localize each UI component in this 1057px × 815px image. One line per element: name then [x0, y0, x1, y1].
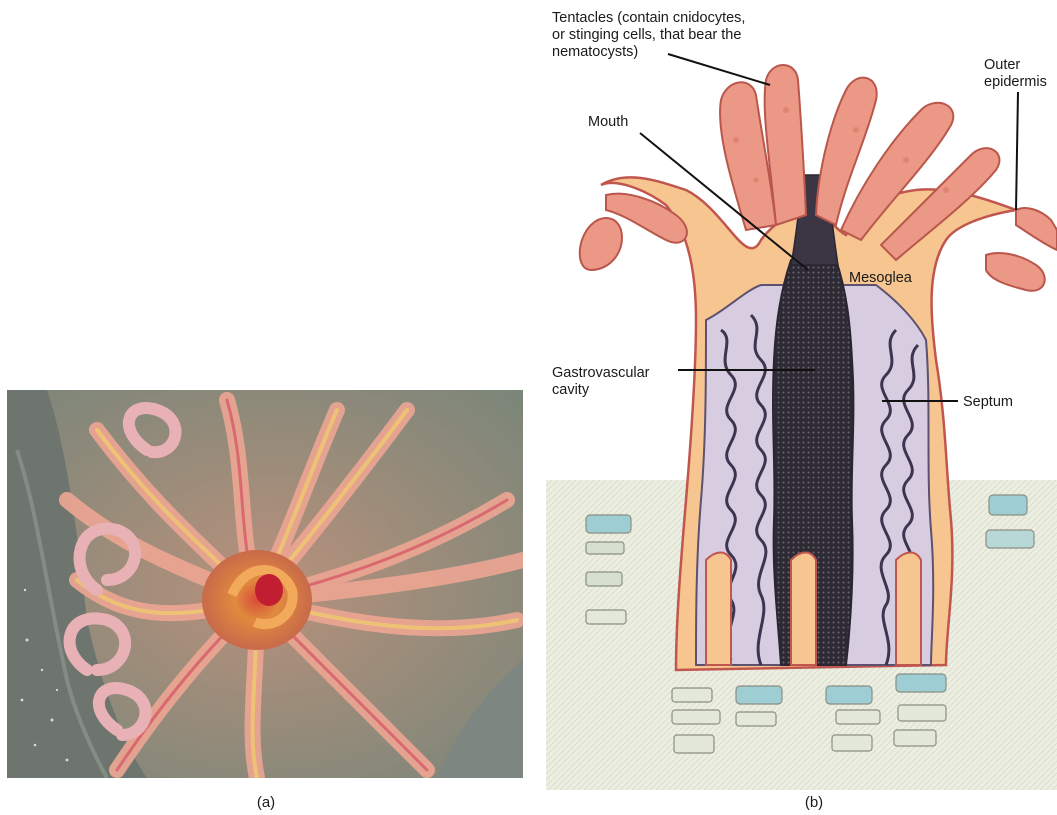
tentacles-label: Tentacles (contain cnidocytes, or stingi… [552, 10, 812, 61]
panel-a-label: (a) [236, 794, 296, 811]
gastrovascular-cavity-label: Gastrovascular cavity [552, 365, 692, 399]
sea-anemone-photo [7, 390, 523, 778]
sea-anemone-image [7, 390, 523, 778]
mesoglea-label: Mesoglea [849, 270, 912, 287]
panel-b-label: (b) [784, 794, 844, 811]
outer-epidermis-label: Outer epidermis [984, 57, 1057, 91]
mouth-label: Mouth [588, 114, 628, 131]
septum-label: Septum [963, 394, 1013, 411]
